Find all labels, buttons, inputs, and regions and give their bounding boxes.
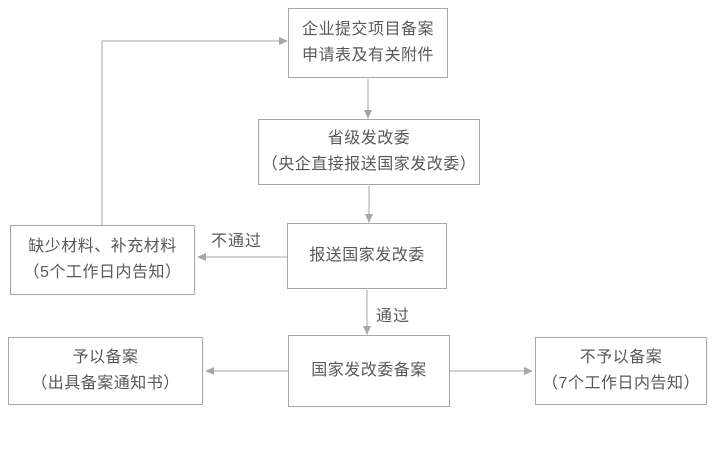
node-text-line: 申请表及有关附件 bbox=[301, 47, 434, 64]
node-missing-materials: 缺少材料、补充材料 （5个工作日内告知） bbox=[10, 225, 195, 295]
node-text-line: 企业提交项目备案 bbox=[301, 21, 434, 38]
node-text-line: 报送国家发改委 bbox=[309, 247, 425, 264]
node-enterprise-submit: 企业提交项目备案 申请表及有关附件 bbox=[288, 8, 448, 78]
node-provincial-ndrc: 省级发改委 （央企直接报送国家发改委） bbox=[258, 119, 480, 185]
node-text-line: 国家发改委备案 bbox=[311, 362, 427, 379]
node-report-national-ndrc: 报送国家发改委 bbox=[287, 223, 447, 289]
node-text-line: （7个工作日内告知） bbox=[542, 375, 700, 392]
node-national-ndrc-filing: 国家发改委备案 bbox=[288, 335, 450, 407]
node-text-line: 省级发改委 bbox=[327, 130, 411, 147]
edge-label-pass: 通过 bbox=[376, 308, 411, 325]
edge-missing-to-submit bbox=[101, 37, 288, 225]
node-filing-approved: 予以备案 （出具备案通知书） bbox=[8, 337, 203, 405]
node-text-line: 缺少材料、补充材料 bbox=[28, 238, 177, 255]
node-text-line: （央企直接报送国家发改委） bbox=[261, 156, 477, 173]
node-text-line: （出具备案通知书） bbox=[31, 375, 180, 392]
edge-label-fail: 不通过 bbox=[211, 233, 263, 250]
node-text-line: （5个工作日内告知） bbox=[23, 264, 182, 281]
node-text-line: 予以备案 bbox=[72, 349, 139, 366]
node-text-line: 不予以备案 bbox=[579, 349, 663, 366]
node-filing-rejected: 不予以备案 （7个工作日内告知） bbox=[535, 337, 707, 405]
